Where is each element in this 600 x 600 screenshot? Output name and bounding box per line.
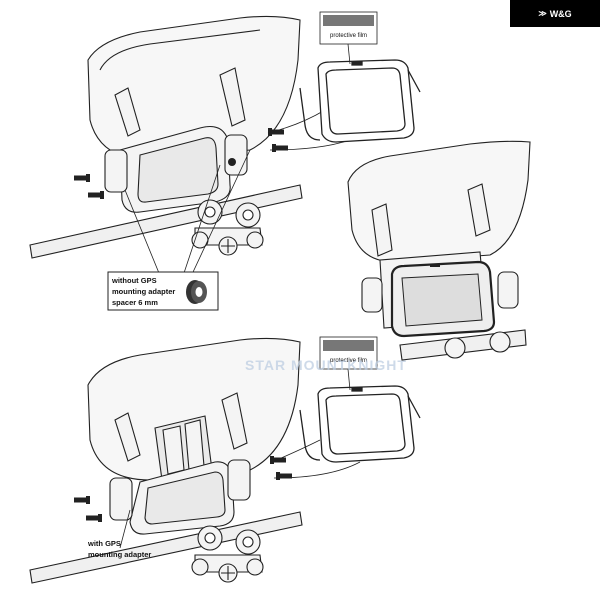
brand-text: W&G: [549, 8, 572, 19]
film-label-bottom-text: protective film: [330, 358, 367, 364]
top-bolts: [74, 128, 288, 199]
spacer-callout: without GPS mounting adapter spacer 6 mm: [107, 271, 219, 311]
spacer-line-2: mounting adapter: [112, 287, 175, 296]
bottom-leader-lines: [119, 439, 361, 549]
film-frame-installed: [390, 260, 496, 338]
watermark: STAR MOUNTKNIGHT: [245, 357, 407, 373]
top-assembly: [29, 15, 303, 259]
film-frame-top: [299, 59, 421, 143]
gps-callout: with GPS mounting adapter: [87, 539, 151, 559]
film-frame-bottom: [299, 385, 421, 463]
wings-logo-icon: ≫: [538, 9, 546, 18]
spacer-line-1: without GPS: [111, 276, 157, 285]
gps-line-1: with GPS: [87, 539, 121, 548]
bottom-assembly: [29, 337, 303, 584]
gps-line-2: mounting adapter: [88, 550, 151, 559]
spacer-line-3: spacer 6 mm: [112, 298, 158, 307]
film-label-top-text: protective film: [330, 33, 367, 39]
brand-badge: ≫ W&G: [510, 0, 600, 27]
film-label-top: protective film: [319, 11, 378, 65]
film-label-bottom: protective film: [319, 336, 378, 391]
